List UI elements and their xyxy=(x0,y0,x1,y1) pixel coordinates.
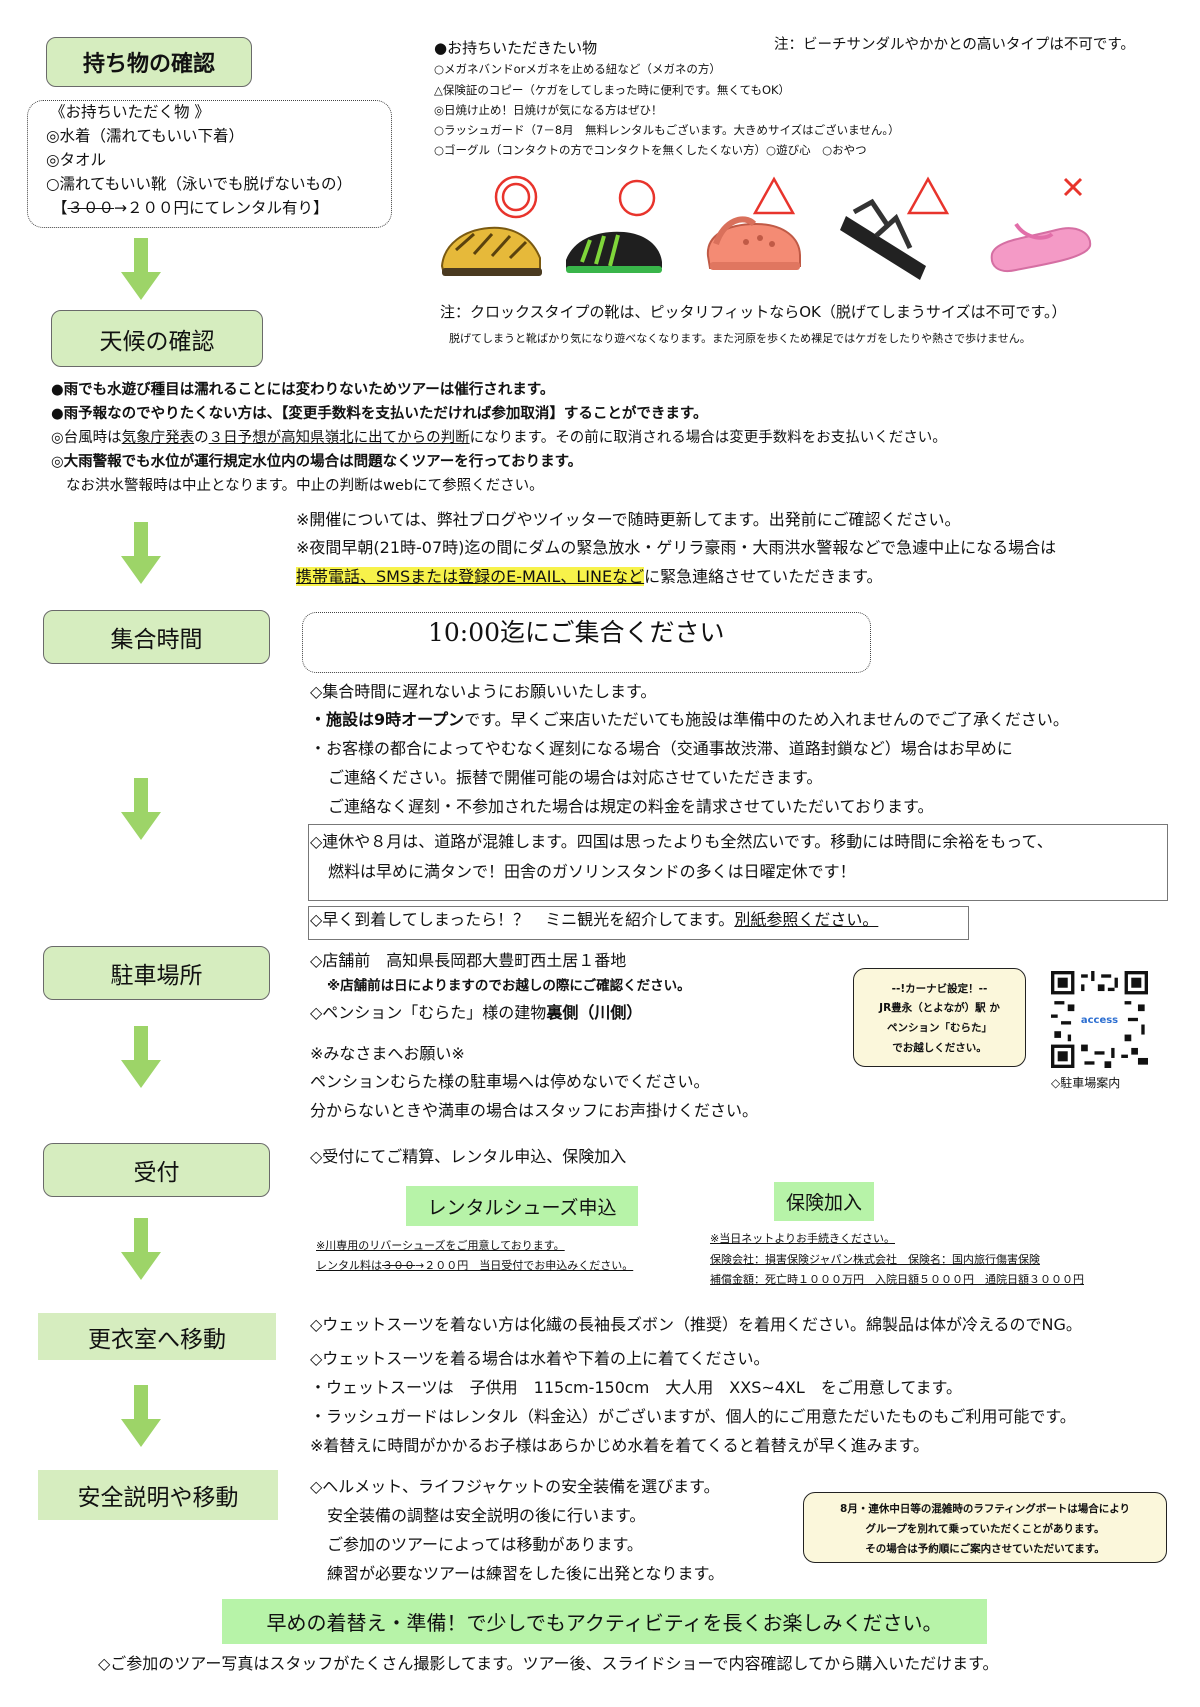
meeting-time: 10:00迄にご集合ください xyxy=(428,618,725,647)
triangle-mark-icon xyxy=(906,176,950,215)
safety-line: ◇ヘルメット、ライフジャケットの安全装備を選びます。 xyxy=(310,1477,720,1496)
rental-shoes-label: レンタルシューズ申込 xyxy=(406,1186,638,1226)
safety-line: ご参加のツアーによっては移動があります。 xyxy=(327,1535,643,1554)
car-navi-line: でお越しください。 xyxy=(892,1042,987,1054)
belongings-item: ○濡れてもいい靴（泳いでも脱げないもの） xyxy=(46,175,353,193)
boat-note-box xyxy=(803,1492,1167,1563)
parking-line: ※みなさまへお願い※ xyxy=(310,1044,465,1063)
meeting-line: 燃料は早めに満タンで！田舎のガソリンスタンドの多くは日曜定休です！ xyxy=(328,862,856,881)
triangle-mark-icon xyxy=(752,176,796,215)
sightseeing-note-box xyxy=(308,906,969,940)
meeting-line: ・施設は9時オープンです。早くご来店いただいても施設は準備中のため入れませんので… xyxy=(310,710,1069,729)
step-safety: 安全説明や移動 xyxy=(38,1470,278,1520)
belongings-item: ◎水着（濡れてもいい下着） xyxy=(46,127,244,145)
insurance-note: ※当日ネットよりお手続きください。 xyxy=(710,1232,895,1245)
weather-line: ◎大雨警報でも水位が運行規定水位内の場合は問題なくツアーを行っております。 xyxy=(51,454,583,470)
down-arrow-icon xyxy=(121,1026,161,1088)
meeting-time-box xyxy=(302,612,871,673)
footer-banner: 早めの着替え・準備！で少しでもアクティビティを長くお楽しみください。 xyxy=(222,1599,987,1644)
down-arrow-icon xyxy=(121,238,161,300)
belongings-heading: 《お持ちいただく物 》 xyxy=(50,103,210,121)
changing-line: ・ウェットスーツは 子供用 115cm-150cm 大人用 XXS~4XL をご… xyxy=(310,1378,962,1397)
extra-items-heading: ●お持ちいただきたい物 xyxy=(434,39,598,57)
extra-items-note: 注：ビーチサンダルやかかとの高いタイプは不可です。 xyxy=(774,37,1135,53)
qr-caption: ◇駐車場案内 xyxy=(1051,1076,1121,1090)
parking-line: 分からないときや満車の場合はスタッフにお声掛けください。 xyxy=(310,1101,759,1120)
car-navi-box xyxy=(853,968,1026,1067)
weather-line: ※夜間早朝(21時-07時)迄の間にダムの緊急放水・ゲリラ豪雨・大雨洪水警報など… xyxy=(296,538,1057,557)
belongings-rental: 【３００→２００円にてレンタル有り】 xyxy=(52,199,329,217)
belongings-item: ◎タオル xyxy=(46,151,107,169)
down-arrow-icon xyxy=(121,522,161,584)
meeting-line: ◇集合時間に遅れないようにお願いいたします。 xyxy=(310,682,657,701)
step-weather: 天候の確認 xyxy=(51,310,263,367)
parking-line: ◇ペンション「むらた」様の建物裏側（川側） xyxy=(310,1003,643,1022)
extra-item-line: ○メガネバンドorメガネを止める紐など（メガネの方） xyxy=(434,62,721,76)
safety-line: 練習が必要なツアーは練習をした後に出発となります。 xyxy=(327,1564,724,1583)
boat-note-line: グループを別れて乗っていただくことがあります。 xyxy=(865,1523,1105,1535)
double-circle-mark-icon xyxy=(494,175,538,219)
sport-sandal-image xyxy=(840,198,926,280)
meeting-line: ◇早く到着してしまったら！？ ミニ観光を紹介してます。別紙参照ください。 xyxy=(310,910,879,929)
circle-mark-icon xyxy=(618,179,656,217)
extra-item-line: ○ラッシュガード（7－8月 無料レンタルもございます。大きめサイズはございません… xyxy=(434,123,900,137)
belongings-box xyxy=(27,100,392,228)
extra-item-line: △保険証のコピー（ケガをしてしまった時に便利です。無くてもOK） xyxy=(434,83,791,97)
shoe-note-detail: 脱げてしまうと靴ばかり気になり遊べなくなります。また河原を歩くため裸足ではケガを… xyxy=(449,332,1031,345)
reception-line: ◇受付にてご精算、レンタル申込、保険加入 xyxy=(310,1147,627,1166)
traffic-note-box xyxy=(308,824,1168,901)
step-belongings: 持ち物の確認 xyxy=(46,37,252,87)
weather-line: ●雨でも水遊び種目は濡れることには変わりないためツアーは催行されます。 xyxy=(51,382,555,398)
insurance-note: 保険会社：損害保険ジャパン株式会社 保険名：国内旅行傷害保険 xyxy=(710,1253,1040,1266)
rental-note: ※川専用のリバーシューズをご用意しております。 xyxy=(316,1239,565,1252)
parking-line: ペンションむらた様の駐車場へは停めないでください。 xyxy=(310,1072,710,1091)
down-arrow-icon xyxy=(121,778,161,840)
meeting-line: ご連絡ください。振替で開催可能の場合は対応させていただきます。 xyxy=(328,768,823,787)
changing-line: ◇ウェットスーツを着ない方は化繊の長袖長ズボン（推奨）を着用ください。綿製品は体… xyxy=(310,1315,1082,1334)
changing-line: ※着替えに時間がかかるお子様はあらかじめ水着を着てくると着替えが早く進みます。 xyxy=(310,1436,930,1455)
car-navi-line: ペンション「むらた」 xyxy=(887,1022,992,1034)
safety-line: 安全装備の調整は安全説明の後に行います。 xyxy=(327,1506,646,1525)
parking-line: ◇店舗前 高知県長岡郡大豊町西土居１番地 xyxy=(310,951,627,970)
step-meeting: 集合時間 xyxy=(43,610,270,664)
water-sandal-image xyxy=(440,226,542,276)
extra-item-line: ○ゴーグル（コンタクトの方でコンタクトを無くしたくない方）○遊び心 ○おやつ xyxy=(434,143,867,157)
insurance-label: 保険加入 xyxy=(774,1182,874,1221)
weather-line: ●雨予報なのでやりたくない方は、【変更手数料を支払いただければ参加取消】すること… xyxy=(51,406,708,422)
clog-shoe-image xyxy=(706,216,801,270)
qr-access-label: access xyxy=(1080,1015,1119,1026)
shoe-note: 注：クロックスタイプの靴は、ピッタリフィットならOK（脱げてしまうサイズは不可で… xyxy=(440,303,1067,321)
weather-line: 携帯電話、SMSまたは登録のE-MAIL、LINEなどに緊急連絡させていただきま… xyxy=(296,567,883,586)
photo-note: ◇ご参加のツアー写真はスタッフがたくさん撮影してます。ツアー後、スライドショーで… xyxy=(98,1654,999,1673)
meeting-line: ◇連休や８月は、道路が混雑します。四国は思ったよりも全然広いです。移動には時間に… xyxy=(310,832,1053,851)
boat-note-line: その場合は予約順にご案内させていただいてます。 xyxy=(865,1543,1105,1555)
extra-item-line: ◎日焼け止め！日焼けが気になる方はぜひ！ xyxy=(434,103,663,117)
meeting-line: ・お客様の都合によってやむなく遅刻になる場合（交通事故渋滞、道路封鎖など）場合は… xyxy=(310,739,1013,758)
changing-line: ◇ウェットスーツを着る場合は水着や下着の上に着てください。 xyxy=(310,1349,770,1368)
step-parking: 駐車場所 xyxy=(43,946,270,1000)
rental-note: レンタル料は３００→２００円 当日受付でお申込みください。 xyxy=(316,1259,634,1272)
weather-line: ※開催については、弊社ブログやツイッターで随時更新してます。出発前にご確認くださ… xyxy=(296,510,961,529)
car-navi-line: --!カーナビ設定！-- xyxy=(891,983,988,995)
weather-line: なお洪水警報時は中止となります。中止の判断はwebにて参照ください。 xyxy=(66,478,544,494)
beach-sandal-image xyxy=(990,222,1092,272)
weather-line: ◎台風時は気象庁発表の３日予想が高知県嶺北に出てからの判断になります。その前に取… xyxy=(51,430,947,446)
parking-line: ※店舗前は日によりますのでお越しの際にご確認ください。 xyxy=(327,978,691,994)
changing-line: ・ラッシュガードはレンタル（料金込）がございますが、個人的にご用意ただいたものも… xyxy=(310,1407,1076,1426)
down-arrow-icon xyxy=(121,1218,161,1280)
cross-mark-icon xyxy=(1063,177,1083,197)
step-changing: 更衣室へ移動 xyxy=(38,1313,276,1360)
meeting-line: ご連絡なく遅刻・不参加された場合は規定の料金を請求させていただいております。 xyxy=(328,797,934,816)
qr-code-image[interactable] xyxy=(1051,971,1148,1068)
insurance-note: 補償金額：死亡時１０００万円 入院日額５０００円 通院日額３０００円 xyxy=(710,1273,1084,1286)
down-arrow-icon xyxy=(121,1385,161,1447)
aqua-shoe-image xyxy=(566,231,662,273)
boat-note-line: 8月・連休中日等の混雑時のラフティングボートは場合により xyxy=(840,1503,1130,1515)
car-navi-line: JR豊永（とよなが）駅 か xyxy=(879,1002,1000,1014)
step-reception: 受付 xyxy=(43,1143,270,1197)
sightseeing-link[interactable]: 別紙参照ください。 xyxy=(734,910,879,929)
